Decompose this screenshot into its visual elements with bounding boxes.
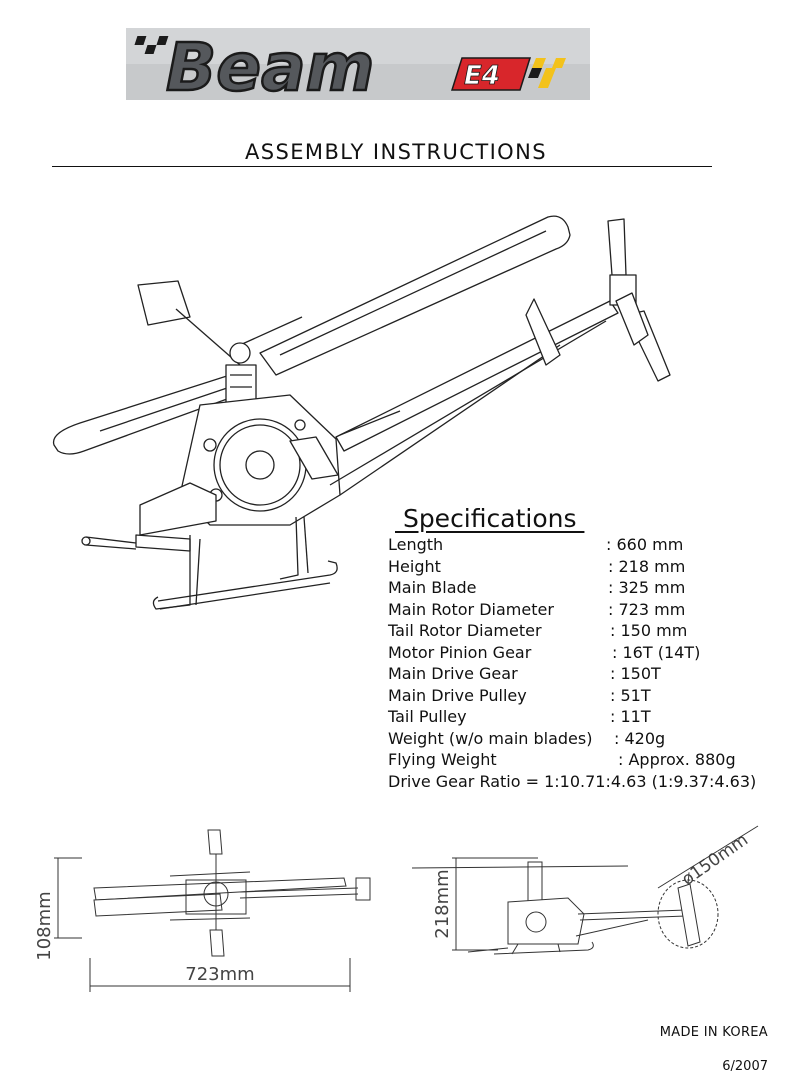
spec-value: : 150T	[610, 664, 661, 683]
spec-row-flying-weight: Flying Weight : Approx. 880g	[388, 749, 798, 771]
spec-value: : 723 mm	[608, 599, 686, 619]
top-height-label: 108mm	[34, 891, 55, 960]
logo-badge: E4	[464, 61, 500, 91]
spec-value: : 660 mm	[606, 535, 684, 554]
spec-label: Weight (w/o main blades)	[388, 728, 593, 748]
page-title: ASSEMBLY INSTRUCTIONS	[245, 140, 547, 164]
e4-badge: E4	[450, 57, 532, 91]
spec-label: Tail Rotor Diameter	[388, 621, 542, 640]
spec-value: : 11T	[610, 707, 651, 726]
side-height-label: 218mm	[432, 869, 453, 938]
logo-word: Beam	[166, 29, 374, 100]
spec-value: : 150 mm	[610, 621, 688, 640]
spec-ratio: Drive Gear Ratio = 1:10.71:4.63 (1:9.37:…	[388, 771, 757, 791]
spec-row-motor-pinion-gear: Motor Pinion Gear : 16T (14T)	[388, 642, 798, 664]
spec-value: : 325 mm	[608, 578, 686, 597]
specifications-heading: Specifications	[395, 504, 585, 533]
made-in-label: MADE IN KOREA	[659, 1025, 768, 1040]
spec-label: Main Drive Gear	[388, 664, 518, 683]
spec-value: : 420g	[614, 728, 666, 748]
top-view-drawing: 108mm 723mm	[34, 829, 371, 992]
checkered-flag-right-icon	[528, 58, 566, 88]
spec-row-main-blade: Main Blade : 325 mm	[388, 577, 798, 599]
spec-label: Motor Pinion Gear	[388, 642, 532, 662]
spec-value: : 16T (14T)	[612, 642, 701, 662]
spec-row-tail-rotor-diameter: Tail Rotor Diameter : 150 mm	[388, 620, 798, 642]
date-label: 6/2007	[722, 1059, 768, 1074]
spec-label: Height	[388, 556, 441, 576]
spec-row-drive-gear-ratio: Drive Gear Ratio = 1:10.71:4.63 (1:9.37:…	[388, 771, 798, 793]
spec-row-weight: Weight (w/o main blades) : 420g	[388, 728, 798, 750]
spec-label: Main Blade	[388, 578, 477, 597]
spec-label: Main Drive Pulley	[388, 685, 527, 705]
beam-e4-logo: Beam E4	[126, 28, 590, 100]
spec-value: : Approx. 880g	[618, 750, 736, 769]
spec-row-height: Height : 218 mm	[388, 556, 798, 578]
tail-diameter-label: ø150mm	[678, 830, 752, 890]
spec-label: Flying Weight	[388, 750, 497, 769]
spec-value: : 218 mm	[608, 556, 686, 576]
spec-row-tail-pulley: Tail Pulley : 11T	[388, 706, 798, 728]
specifications-list: Length : 660 mm Height : 218 mm Main Bla…	[388, 534, 798, 792]
side-view-drawing: 218mm ø150mm	[411, 825, 759, 955]
top-width-label: 723mm	[185, 964, 254, 985]
spec-label: Tail Pulley	[388, 707, 467, 726]
title-rule	[52, 166, 712, 167]
spec-label: Main Rotor Diameter	[388, 599, 554, 619]
spec-label: Length	[388, 535, 444, 554]
spec-row-main-drive-gear: Main Drive Gear : 150T	[388, 663, 798, 685]
spec-row-length: Length : 660 mm	[388, 534, 798, 556]
spec-row-main-drive-pulley: Main Drive Pulley : 51T	[388, 685, 798, 707]
spec-row-main-rotor-diameter: Main Rotor Diameter : 723 mm	[388, 599, 798, 621]
helicopter-drawing	[52, 215, 671, 610]
spec-value: : 51T	[610, 685, 651, 705]
checkered-flag-left-icon	[134, 36, 169, 54]
